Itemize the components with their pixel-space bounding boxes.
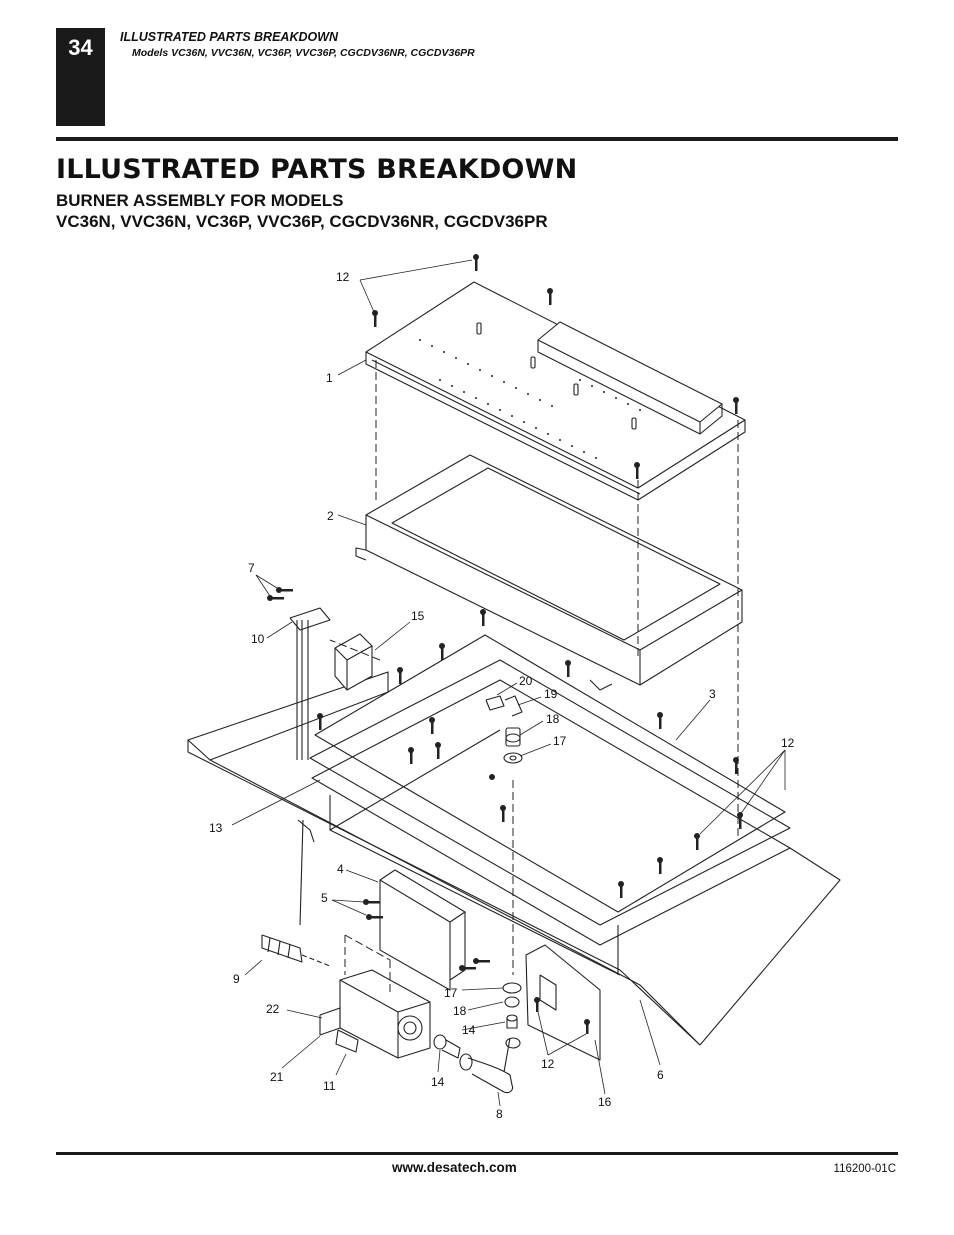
part-4-bracket — [379, 869, 466, 991]
part-10-pilot-assembly — [289, 607, 373, 926]
page-number: 34 — [68, 35, 93, 60]
callout-12-top: 12 — [336, 270, 350, 284]
part-16-access-panel — [525, 944, 601, 1061]
callout-16: 16 — [598, 1095, 612, 1109]
part-1-top-plate — [365, 281, 746, 501]
callout-21: 21 — [270, 1070, 284, 1084]
header-models: Models VC36N, VVC36N, VC36P, VVC36P, CGC… — [132, 47, 475, 59]
callout-7: 7 — [248, 561, 255, 575]
callout-6: 6 — [657, 1068, 664, 1082]
callout-8: 8 — [496, 1107, 503, 1121]
callout-1: 1 — [326, 371, 333, 385]
callout-20: 20 — [519, 674, 533, 688]
callout-10: 10 — [251, 632, 265, 646]
section-title: BURNER ASSEMBLY FOR MODELS VC36N, VVC36N… — [56, 190, 548, 232]
callout-14-lower: 14 — [431, 1075, 445, 1089]
callout-11: 11 — [323, 1079, 336, 1093]
part-2-frame — [355, 454, 743, 691]
footer-rule — [56, 1152, 898, 1155]
callout-18-upper: 18 — [546, 712, 560, 726]
callout-17-upper: 17 — [553, 734, 567, 748]
callout-22: 22 — [266, 1002, 280, 1016]
section-title-line-1: BURNER ASSEMBLY FOR MODELS — [56, 191, 344, 210]
part-13-burner-pan — [187, 659, 841, 1046]
footer-document-code: 116200-01C — [833, 1163, 896, 1175]
parts-19-20-fittings — [485, 695, 523, 717]
callout-12-right: 12 — [781, 736, 795, 750]
header-section-title: ILLUSTRATED PARTS BREAKDOWN — [120, 30, 339, 44]
callout-17-lower: 17 — [444, 986, 458, 1000]
callout-18-lower: 18 — [453, 1004, 467, 1018]
callout-9: 9 — [233, 972, 240, 986]
callout-3: 3 — [709, 687, 716, 701]
footer-website-link[interactable]: www.desatech.com — [392, 1160, 517, 1175]
page-number-tab: 34 — [56, 28, 105, 126]
callout-19: 19 — [544, 687, 558, 701]
callout-5: 5 — [321, 891, 328, 905]
page-title: ILLUSTRATED PARTS BREAKDOWN — [56, 154, 578, 185]
part-14-fittings — [433, 1014, 518, 1059]
part-8-gas-line — [459, 1037, 521, 1094]
part-9-pilot-tube — [261, 934, 331, 967]
callout-15: 15 — [411, 609, 425, 623]
callout-13: 13 — [209, 821, 223, 835]
header-rule — [56, 137, 898, 141]
callout-labels: 12 1 2 7 15 10 20 19 18 17 3 12 13 4 5 9… — [209, 270, 795, 1121]
alignment-lines — [329, 360, 739, 995]
part-22-gas-valve — [319, 969, 431, 1059]
callout-2: 2 — [327, 509, 334, 523]
callout-4: 4 — [337, 862, 344, 876]
part-3-mounting-plate — [314, 634, 786, 913]
section-title-line-2: VC36N, VVC36N, VC36P, VVC36P, CGCDV36NR,… — [56, 212, 548, 231]
leader-lines — [231, 259, 786, 1107]
callout-14-upper: 14 — [462, 1023, 476, 1037]
callout-12-bottom: 12 — [541, 1057, 555, 1071]
